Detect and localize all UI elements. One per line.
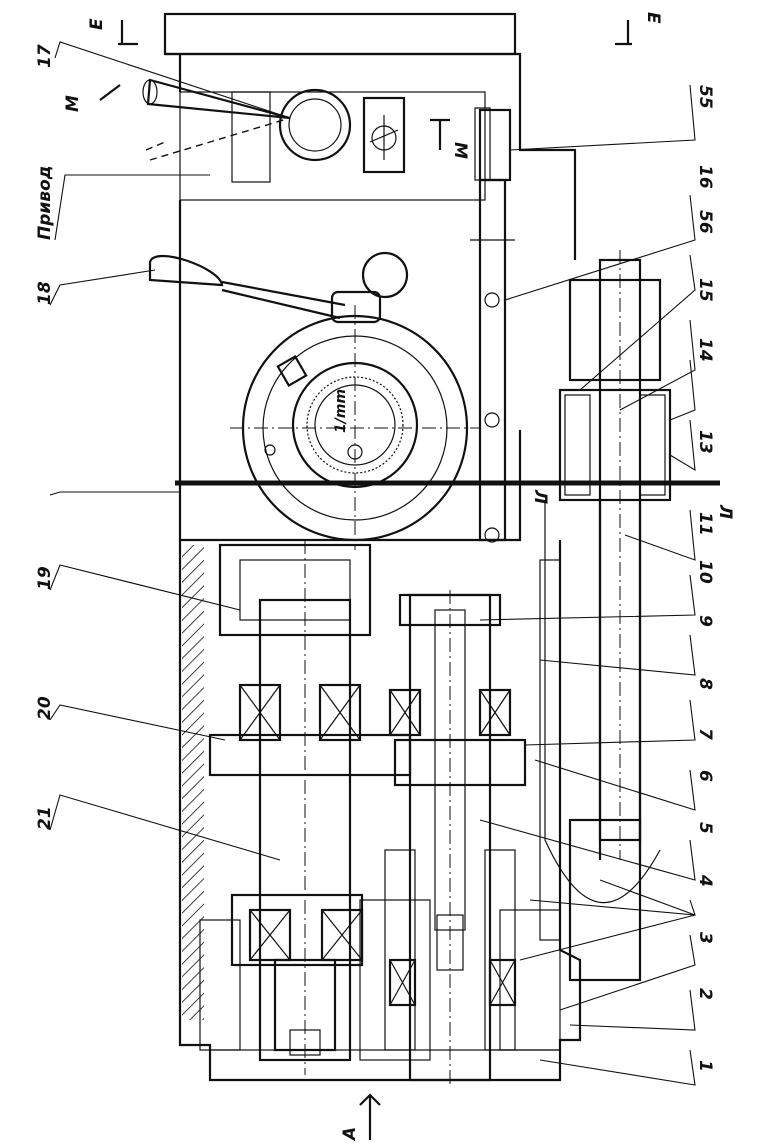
- callout-2: 2: [695, 988, 715, 1000]
- callout-6: 6: [695, 770, 715, 782]
- callout-19: 19: [35, 566, 55, 590]
- callout-7: 7: [695, 728, 715, 740]
- shaft-21-assembly: [208, 540, 412, 1075]
- view-a-label: A: [340, 1127, 360, 1142]
- callout-21: 21: [35, 806, 55, 830]
- section-m-left: M: [63, 95, 83, 112]
- rack-rod: [470, 107, 515, 543]
- callout-3: 3: [695, 932, 715, 944]
- callout-10: 10: [695, 560, 715, 584]
- section-marks: [99, 20, 632, 1140]
- callout-55: 55: [695, 85, 715, 109]
- section-l-left: Л: [530, 489, 550, 504]
- section-m-right: M: [450, 142, 470, 159]
- callout-9: 9: [695, 615, 715, 627]
- leader-lines: [49, 41, 696, 1086]
- feed-dial: 1/mm: [230, 305, 480, 550]
- callout-18: 18: [35, 281, 55, 305]
- callout-16: 16: [695, 165, 715, 189]
- callout-5: 5: [695, 822, 715, 834]
- callout-20: 20: [35, 696, 55, 720]
- section-e-left: E: [87, 18, 107, 30]
- callout-11: 11: [695, 512, 715, 536]
- upper-housing: [163, 12, 577, 542]
- callout-8: 8: [695, 678, 715, 690]
- right-shaft-assembly: [544, 250, 672, 982]
- section-e-right: E: [643, 12, 663, 24]
- drive-label: Привод: [35, 166, 55, 240]
- callout-4: 4: [695, 874, 715, 887]
- gearbox-body: [178, 540, 582, 1082]
- callout-56: 56: [695, 210, 715, 234]
- dial-unit-label: 1/mm: [333, 389, 349, 433]
- callout-14: 14: [695, 338, 715, 362]
- spindle-5-assembly: [384, 590, 527, 1085]
- callout-17: 17: [35, 44, 55, 68]
- callout-1: 1: [695, 1060, 715, 1072]
- callout-15: 15: [695, 278, 715, 302]
- callout-13: 13: [695, 430, 715, 454]
- lever-18: [148, 251, 409, 324]
- drive-control-panel: [142, 78, 406, 183]
- section-l-right: Л: [715, 504, 735, 519]
- callout-labels: 17 Привод 18 19 20 21 55 16 56 15 14 13 …: [35, 12, 735, 1142]
